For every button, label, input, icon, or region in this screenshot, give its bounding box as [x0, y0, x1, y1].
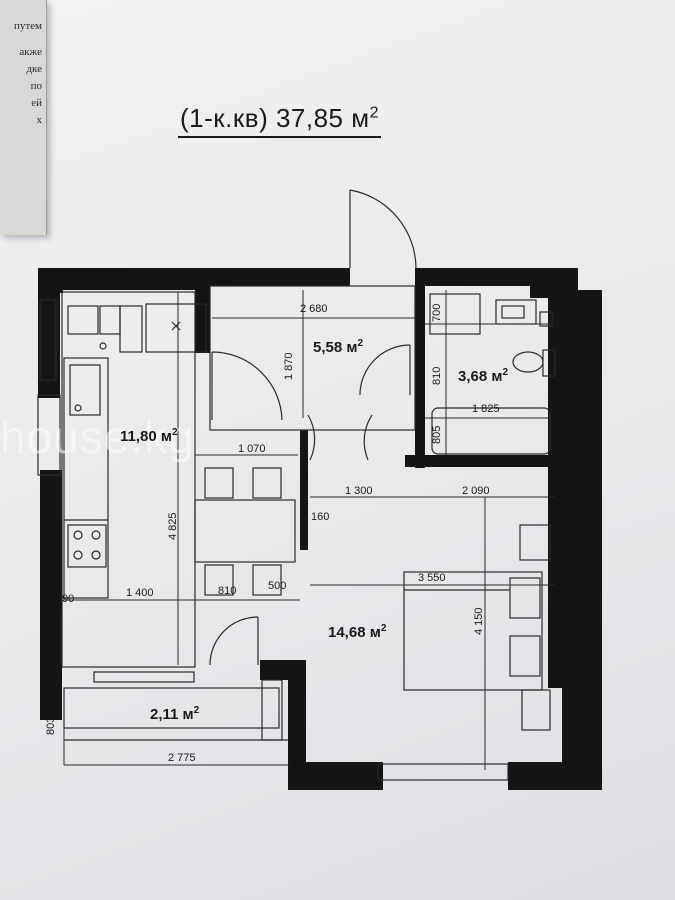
dim-bedroom-height: 4 150: [473, 607, 485, 635]
bedroom-area-label: 14,68 м2: [328, 623, 387, 641]
wall-bottom-right: [508, 762, 602, 790]
bathroom-area-label: 3,68 м2: [458, 367, 509, 385]
dim-balcony-width: 2 775: [168, 752, 196, 764]
wall-bath-left: [415, 268, 425, 468]
dim-corridor-gap: 160: [311, 511, 330, 523]
dim-kitchen-left: 90: [62, 593, 75, 605]
wall-top-bath: [415, 268, 550, 286]
book-page-edge: путем акже дке по ей х: [0, 0, 47, 235]
plan-title: (1-к.кв) 37,85 м2: [178, 103, 382, 138]
plan-title-text: (1-к.кв) 37,85 м: [180, 103, 370, 133]
plan-title-sup: 2: [369, 104, 380, 122]
wall-left-lower: [40, 470, 62, 720]
dim-corridor-width: 1 300: [345, 485, 373, 497]
book-text-line: ей: [31, 97, 42, 109]
book-text-line: акже: [19, 46, 42, 58]
book-text-line: дке: [26, 63, 42, 75]
dim-bath-width: 1 825: [472, 403, 500, 415]
dim-bedroom-width: 3 550: [418, 572, 446, 584]
dim-balcony-depth: 803: [45, 716, 57, 735]
dimension-lines: [62, 290, 555, 770]
dim-kitchen-top: 1 070: [238, 443, 266, 455]
dim-bath-top: 700: [431, 303, 443, 322]
dim-bath-mid: 810: [431, 366, 443, 385]
wall-top-kitchen: [38, 268, 210, 290]
dim-kitchen-width: 1 400: [126, 587, 154, 599]
book-text-line: путем: [13, 20, 42, 32]
wall-top-hall: [195, 268, 350, 286]
dim-kitchen-gap: 500: [268, 580, 287, 592]
wall-hall-kitchen: [300, 430, 308, 550]
wall-bedroom-left: [288, 660, 306, 790]
dim-bath-bottom: 805: [431, 425, 443, 444]
balcony-area-label: 2,11 м2: [150, 705, 200, 723]
room-lines: [37, 285, 556, 781]
dim-bedroom-top: 2 090: [462, 485, 490, 497]
wall-left-upper: [38, 268, 60, 398]
book-text-line: по: [30, 80, 42, 92]
wall-bath-bottom: [405, 455, 555, 467]
door-swings: [209, 189, 417, 666]
dim-hall-height: 1 870: [283, 352, 295, 380]
hall-area-label: 5,58 м2: [313, 338, 364, 356]
dim-kitchen-door: 810: [218, 585, 237, 597]
dim-kitchen-height: 4 825: [167, 512, 179, 540]
book-text-line: х: [36, 114, 43, 126]
watermark: house.kg: [0, 411, 195, 463]
dim-hall-width: 2 680: [300, 303, 328, 315]
walls: [38, 268, 602, 790]
kitchen-area-label: 11,80 м2: [120, 427, 178, 445]
